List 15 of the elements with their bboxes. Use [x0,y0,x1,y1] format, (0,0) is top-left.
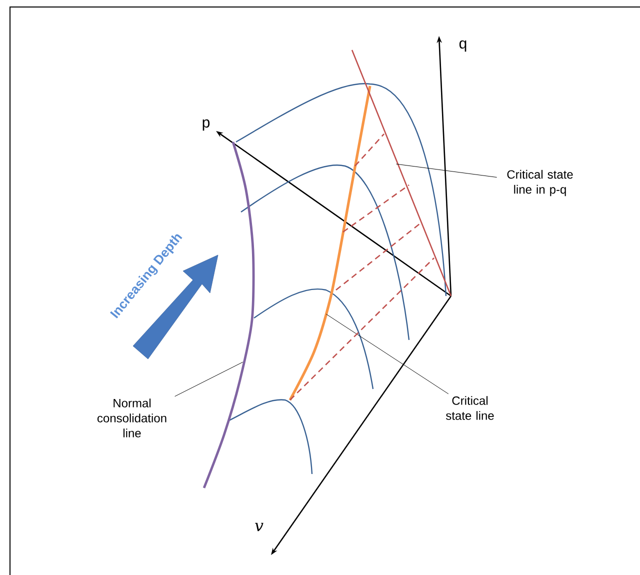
leader-line [174,362,244,397]
callout-text: Critical state line in p-q [507,170,573,196]
projection-line [290,258,434,400]
leader-line [326,314,449,394]
axis-label: q [459,40,466,52]
projection-line [336,221,422,290]
critical-state-curve [288,86,372,401]
projection-line [342,184,410,233]
projection-line [354,134,384,166]
callout-text: Normal consolidation line [97,398,166,438]
consolidation-curve [202,142,255,488]
leader-line [396,164,498,178]
axis-label: v [255,522,264,532]
critical-state-line [351,50,452,296]
callout-text: Critical state line [446,396,494,420]
